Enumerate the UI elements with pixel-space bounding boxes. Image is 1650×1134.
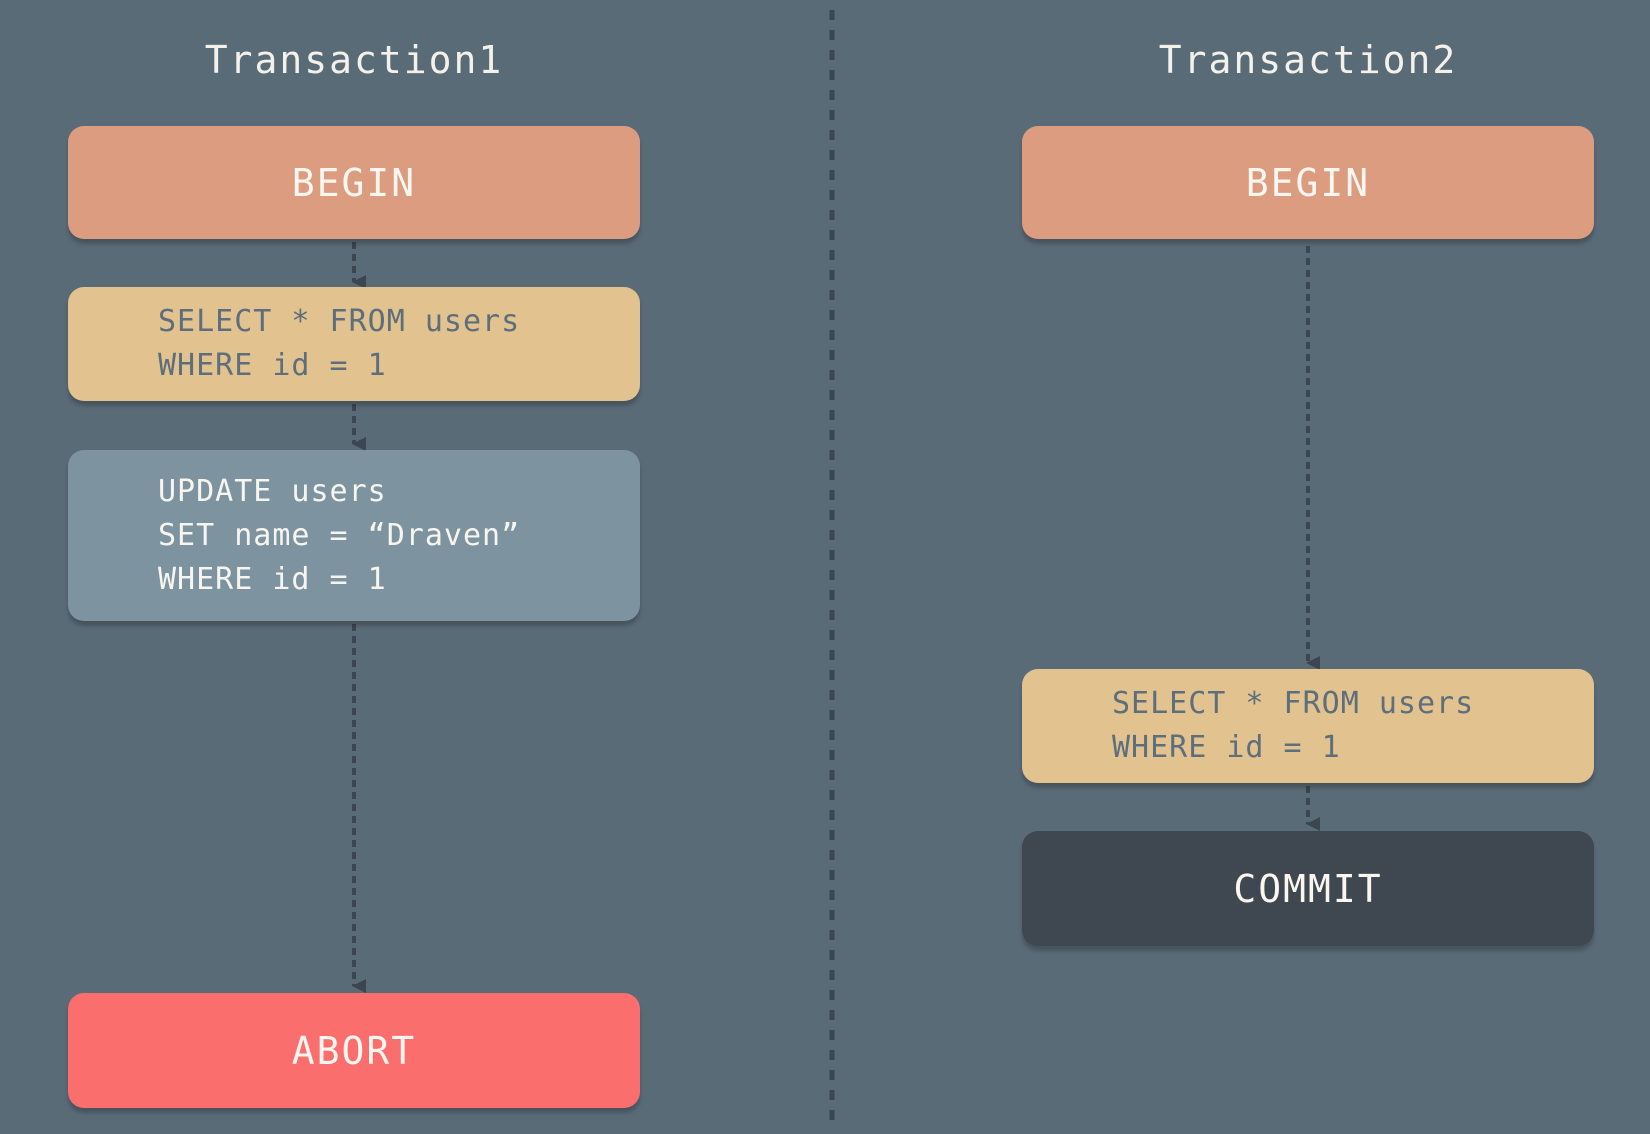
t1-select-box: SELECT * FROM users WHERE id = 1 bbox=[68, 287, 640, 401]
t2-select-line-1: SELECT * FROM users bbox=[1112, 686, 1475, 721]
t1-update-line-3: WHERE id = 1 bbox=[158, 561, 387, 597]
t1-select-line-2: WHERE id = 1 bbox=[158, 348, 387, 383]
t1-abort-box: ABORT bbox=[68, 993, 640, 1108]
t1-select-line-1: SELECT * FROM users bbox=[158, 304, 521, 339]
t1-begin-box: BEGIN bbox=[68, 126, 640, 239]
t2-select-box: SELECT * FROM users WHERE id = 1 bbox=[1022, 669, 1594, 783]
transaction2-title: Transaction2 bbox=[1158, 38, 1458, 82]
t2-select-line-2: WHERE id = 1 bbox=[1112, 730, 1341, 765]
t2-begin-box: BEGIN bbox=[1022, 126, 1594, 239]
t1-update-line-1: UPDATE users bbox=[158, 473, 387, 509]
t2-commit-box: COMMIT bbox=[1022, 831, 1594, 946]
t1-update-box: UPDATE users SET name = “Draven” WHERE i… bbox=[68, 450, 640, 621]
t1-update-line-2: SET name = “Draven” bbox=[158, 517, 521, 553]
transaction1-title: Transaction1 bbox=[204, 38, 504, 82]
